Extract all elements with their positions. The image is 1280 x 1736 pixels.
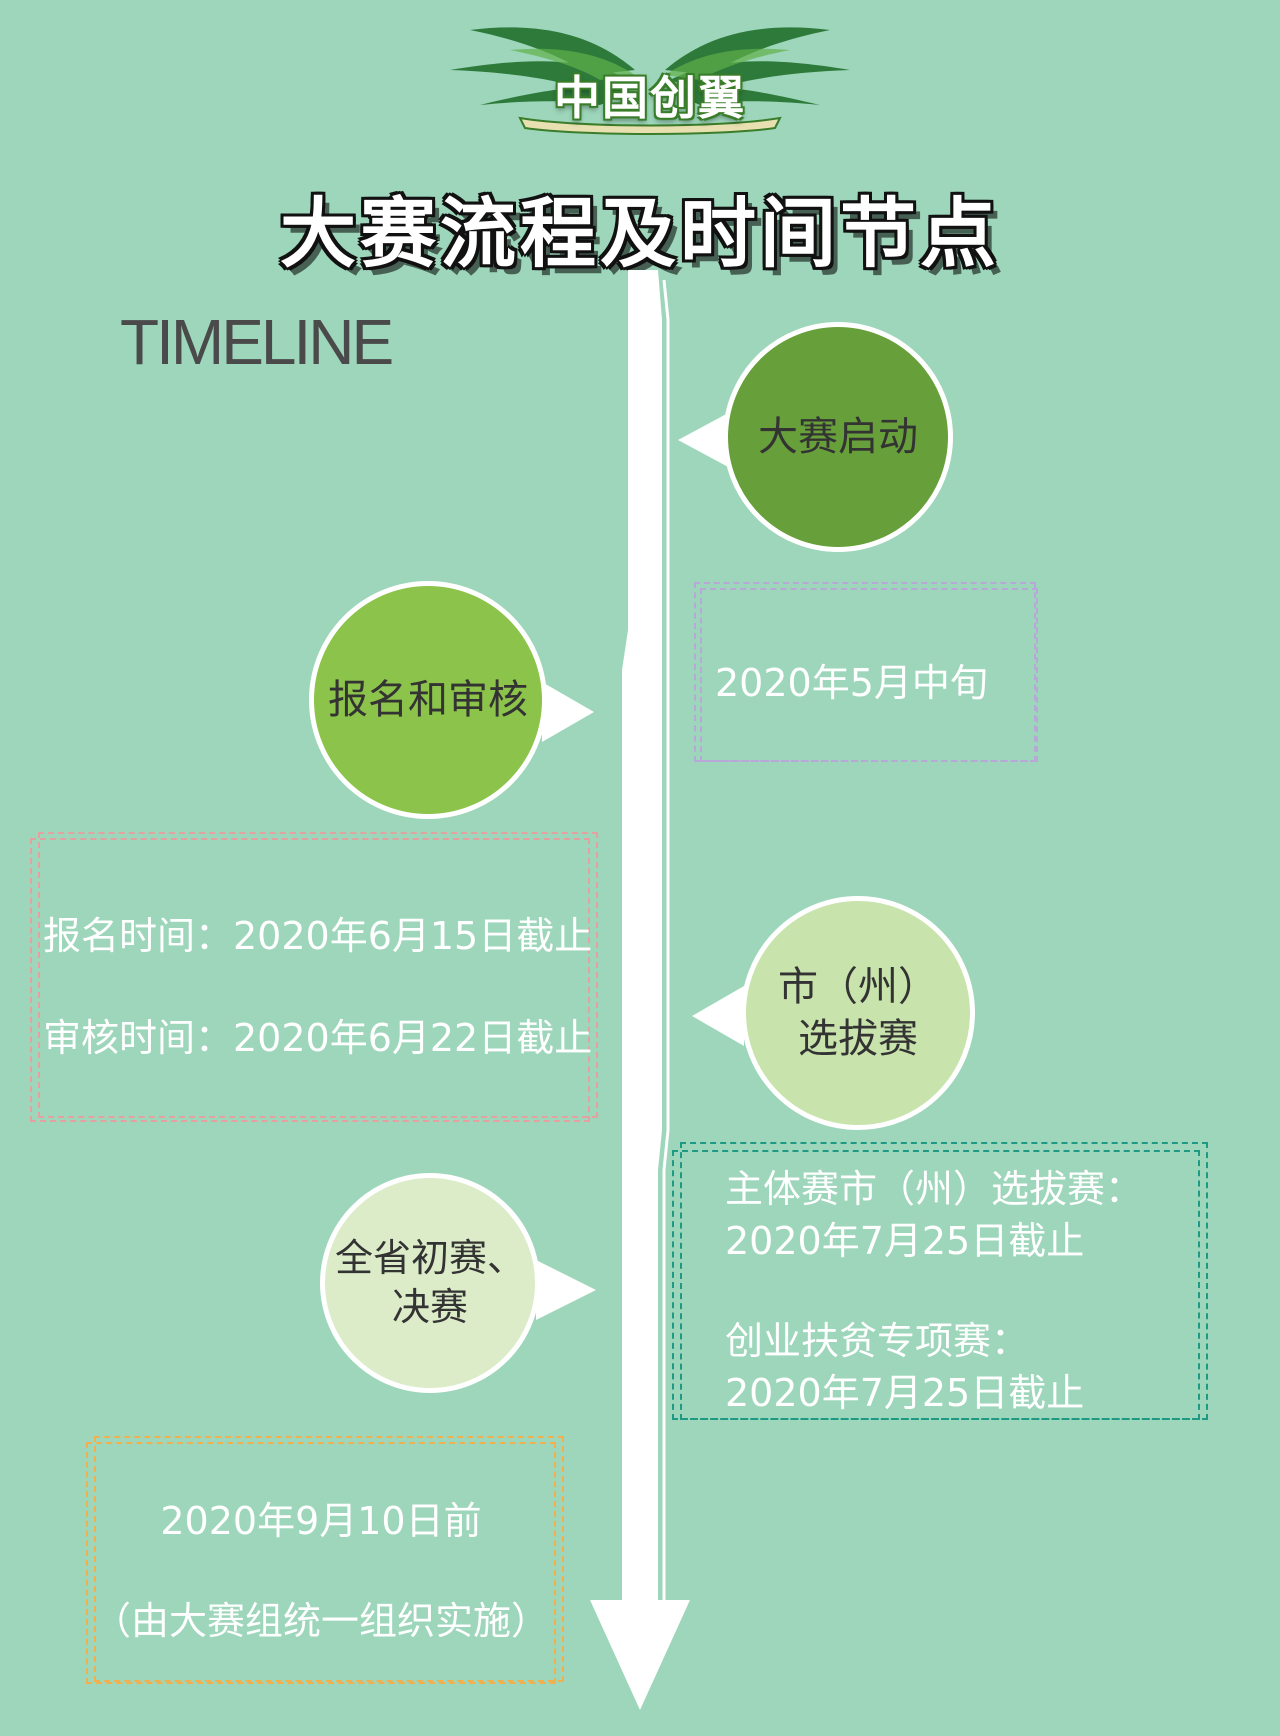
- wings-icon: [450, 27, 850, 135]
- timeline-label: TIMELINE: [120, 306, 394, 378]
- city-poverty-date: 2020年7月25日截止: [725, 1371, 1085, 1415]
- detail-box-registration-shadow: [38, 832, 598, 1118]
- stage-circle-registration: 报名和审核: [309, 581, 547, 819]
- final-note: （由大赛组统一组织实施）: [92, 1599, 549, 1643]
- stage-circle-launch: 大赛启动: [723, 322, 953, 552]
- detail-box-final: [86, 1442, 556, 1684]
- stage-pointer: [692, 986, 744, 1046]
- page-title: 大赛流程及时间节点: [280, 189, 1000, 278]
- timeline-axis: [570, 270, 710, 1720]
- registration-deadline: 报名时间：2020年6月15日截止: [43, 914, 593, 958]
- stage-circle-city: 市（州） 选拔赛: [741, 896, 975, 1130]
- city-poverty-label: 创业扶贫专项赛：: [725, 1319, 1030, 1363]
- stage-label-line2: 选拔赛: [798, 1016, 918, 1062]
- final-date: 2020年9月10日前: [160, 1499, 482, 1543]
- stage-pointer: [678, 412, 730, 468]
- detail-box-final-shadow: [94, 1436, 564, 1682]
- detail-box-launch-shadow: [700, 588, 1038, 762]
- logo-text: 中国创翼: [554, 71, 746, 125]
- review-deadline: 审核时间：2020年6月22日截止: [43, 1016, 593, 1060]
- stage-label-line2: 决赛: [391, 1285, 468, 1329]
- stage-label-line1: 市（州）: [778, 964, 938, 1010]
- stage-label: 大赛启动: [758, 414, 918, 460]
- launch-date: 2020年5月中旬: [715, 661, 988, 705]
- detail-box-city-shadow: [680, 1142, 1208, 1420]
- stage-label-line1: 全省初赛、: [334, 1235, 525, 1280]
- stage-pointer: [542, 682, 594, 742]
- logo: 中国创翼: [430, 0, 870, 140]
- stage-pointer: [536, 1260, 596, 1320]
- detail-box-registration: [30, 838, 590, 1122]
- stage-label: 报名和审核: [328, 677, 528, 723]
- stage-circle-final: 全省初赛、 决赛: [320, 1173, 540, 1393]
- city-main-label: 主体赛市（州）选拔赛：: [725, 1167, 1144, 1211]
- city-main-date: 2020年7月25日截止: [725, 1219, 1085, 1263]
